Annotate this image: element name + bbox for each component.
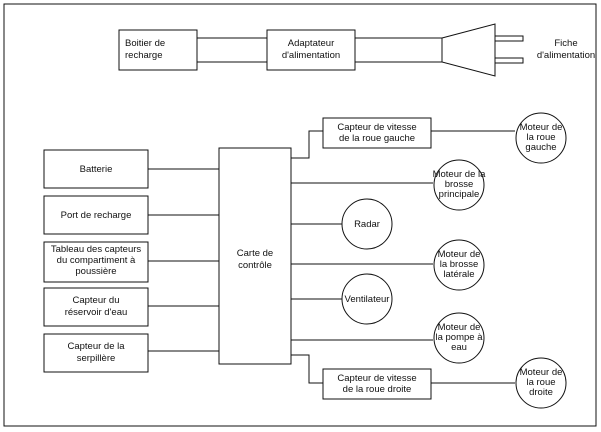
charging-base-box — [118, 29, 198, 71]
label-line: Radar — [354, 219, 380, 230]
fan: Ventilateur — [341, 273, 393, 325]
label-line: Tableau des capteurs — [51, 244, 142, 255]
battery: Batterie — [43, 149, 149, 189]
mop-sensor-box — [43, 333, 149, 373]
charging-port-box — [43, 195, 149, 235]
battery-label: Batterie — [80, 164, 113, 175]
label-line: la brosse — [440, 259, 479, 270]
right-wheel-speed-sensor-box — [322, 368, 432, 400]
fan-label: Ventilateur — [345, 294, 390, 305]
charging-port: Port de recharge — [43, 195, 149, 235]
label-line: Moteur de — [520, 367, 563, 378]
label-line: serpillère — [77, 353, 116, 364]
label-line: d'alimentation — [282, 50, 340, 61]
label-line: la pompe à — [435, 332, 483, 343]
label-line: principale — [439, 189, 480, 200]
plug-icon — [441, 23, 524, 77]
plug-prong-bottom — [494, 57, 524, 64]
plug-prong-top — [494, 35, 524, 42]
label-line: eau — [451, 342, 467, 353]
connector-line — [291, 130, 323, 159]
label-line: recharge — [125, 50, 163, 61]
label-line: Capteur de vitesse — [337, 373, 416, 384]
left-wheel-speed-sensor-box — [322, 117, 432, 149]
label-line: Batterie — [80, 164, 113, 175]
connector-line — [291, 354, 323, 384]
label-line: Capteur de vitesse — [337, 122, 416, 133]
label-line: la roue — [526, 377, 555, 388]
side-brush-motor-circle — [433, 239, 485, 291]
label-line: de la roue gauche — [339, 133, 415, 144]
label-line: Moteur de — [438, 322, 481, 333]
label-line: Moteur de la — [433, 169, 487, 180]
label-line: droite — [529, 387, 553, 398]
radar-label: Radar — [354, 219, 380, 230]
water-pump-motor-circle — [433, 312, 485, 364]
label-line: Port de recharge — [61, 210, 132, 221]
label-line: du compartiment à — [57, 255, 136, 266]
label-line: latérale — [443, 269, 474, 280]
charging-port-label: Port de recharge — [61, 210, 132, 221]
battery-box — [43, 149, 149, 189]
plug-body — [441, 23, 496, 77]
label-line: Capteur du — [72, 295, 119, 306]
label-line: Fiche — [554, 38, 577, 49]
power-adapter-box — [266, 29, 356, 71]
water-tank-sensor-box — [43, 287, 149, 327]
label-line: de la roue droite — [343, 384, 412, 395]
label-line: la roue — [526, 132, 555, 143]
radar: Radar — [341, 198, 393, 250]
label-line: Capteur de la — [67, 341, 125, 352]
dustbin-sensor-board-box — [43, 241, 149, 283]
label-line: brosse — [445, 179, 474, 190]
label-line: Moteur de — [438, 249, 481, 260]
left-wheel-motor-circle — [515, 112, 567, 164]
label-line: d'alimentation — [537, 50, 595, 61]
label-line: contrôle — [238, 260, 272, 271]
main-brush-motor-circle — [433, 159, 485, 211]
radar-circle — [341, 198, 393, 250]
label-line: Moteur de — [520, 122, 563, 133]
fan-circle — [341, 273, 393, 325]
label-line: poussière — [75, 266, 116, 277]
control-board-box — [218, 147, 292, 365]
label-line: Carte de — [237, 248, 273, 259]
label-line: gauche — [525, 142, 556, 153]
right-wheel-motor-circle — [515, 357, 567, 409]
label-line: Ventilateur — [345, 294, 390, 305]
label-line: réservoir d'eau — [65, 307, 128, 318]
outer-frame — [3, 3, 597, 427]
label-line: Boitier de — [125, 38, 165, 49]
label-line: Adaptateur — [288, 38, 334, 49]
